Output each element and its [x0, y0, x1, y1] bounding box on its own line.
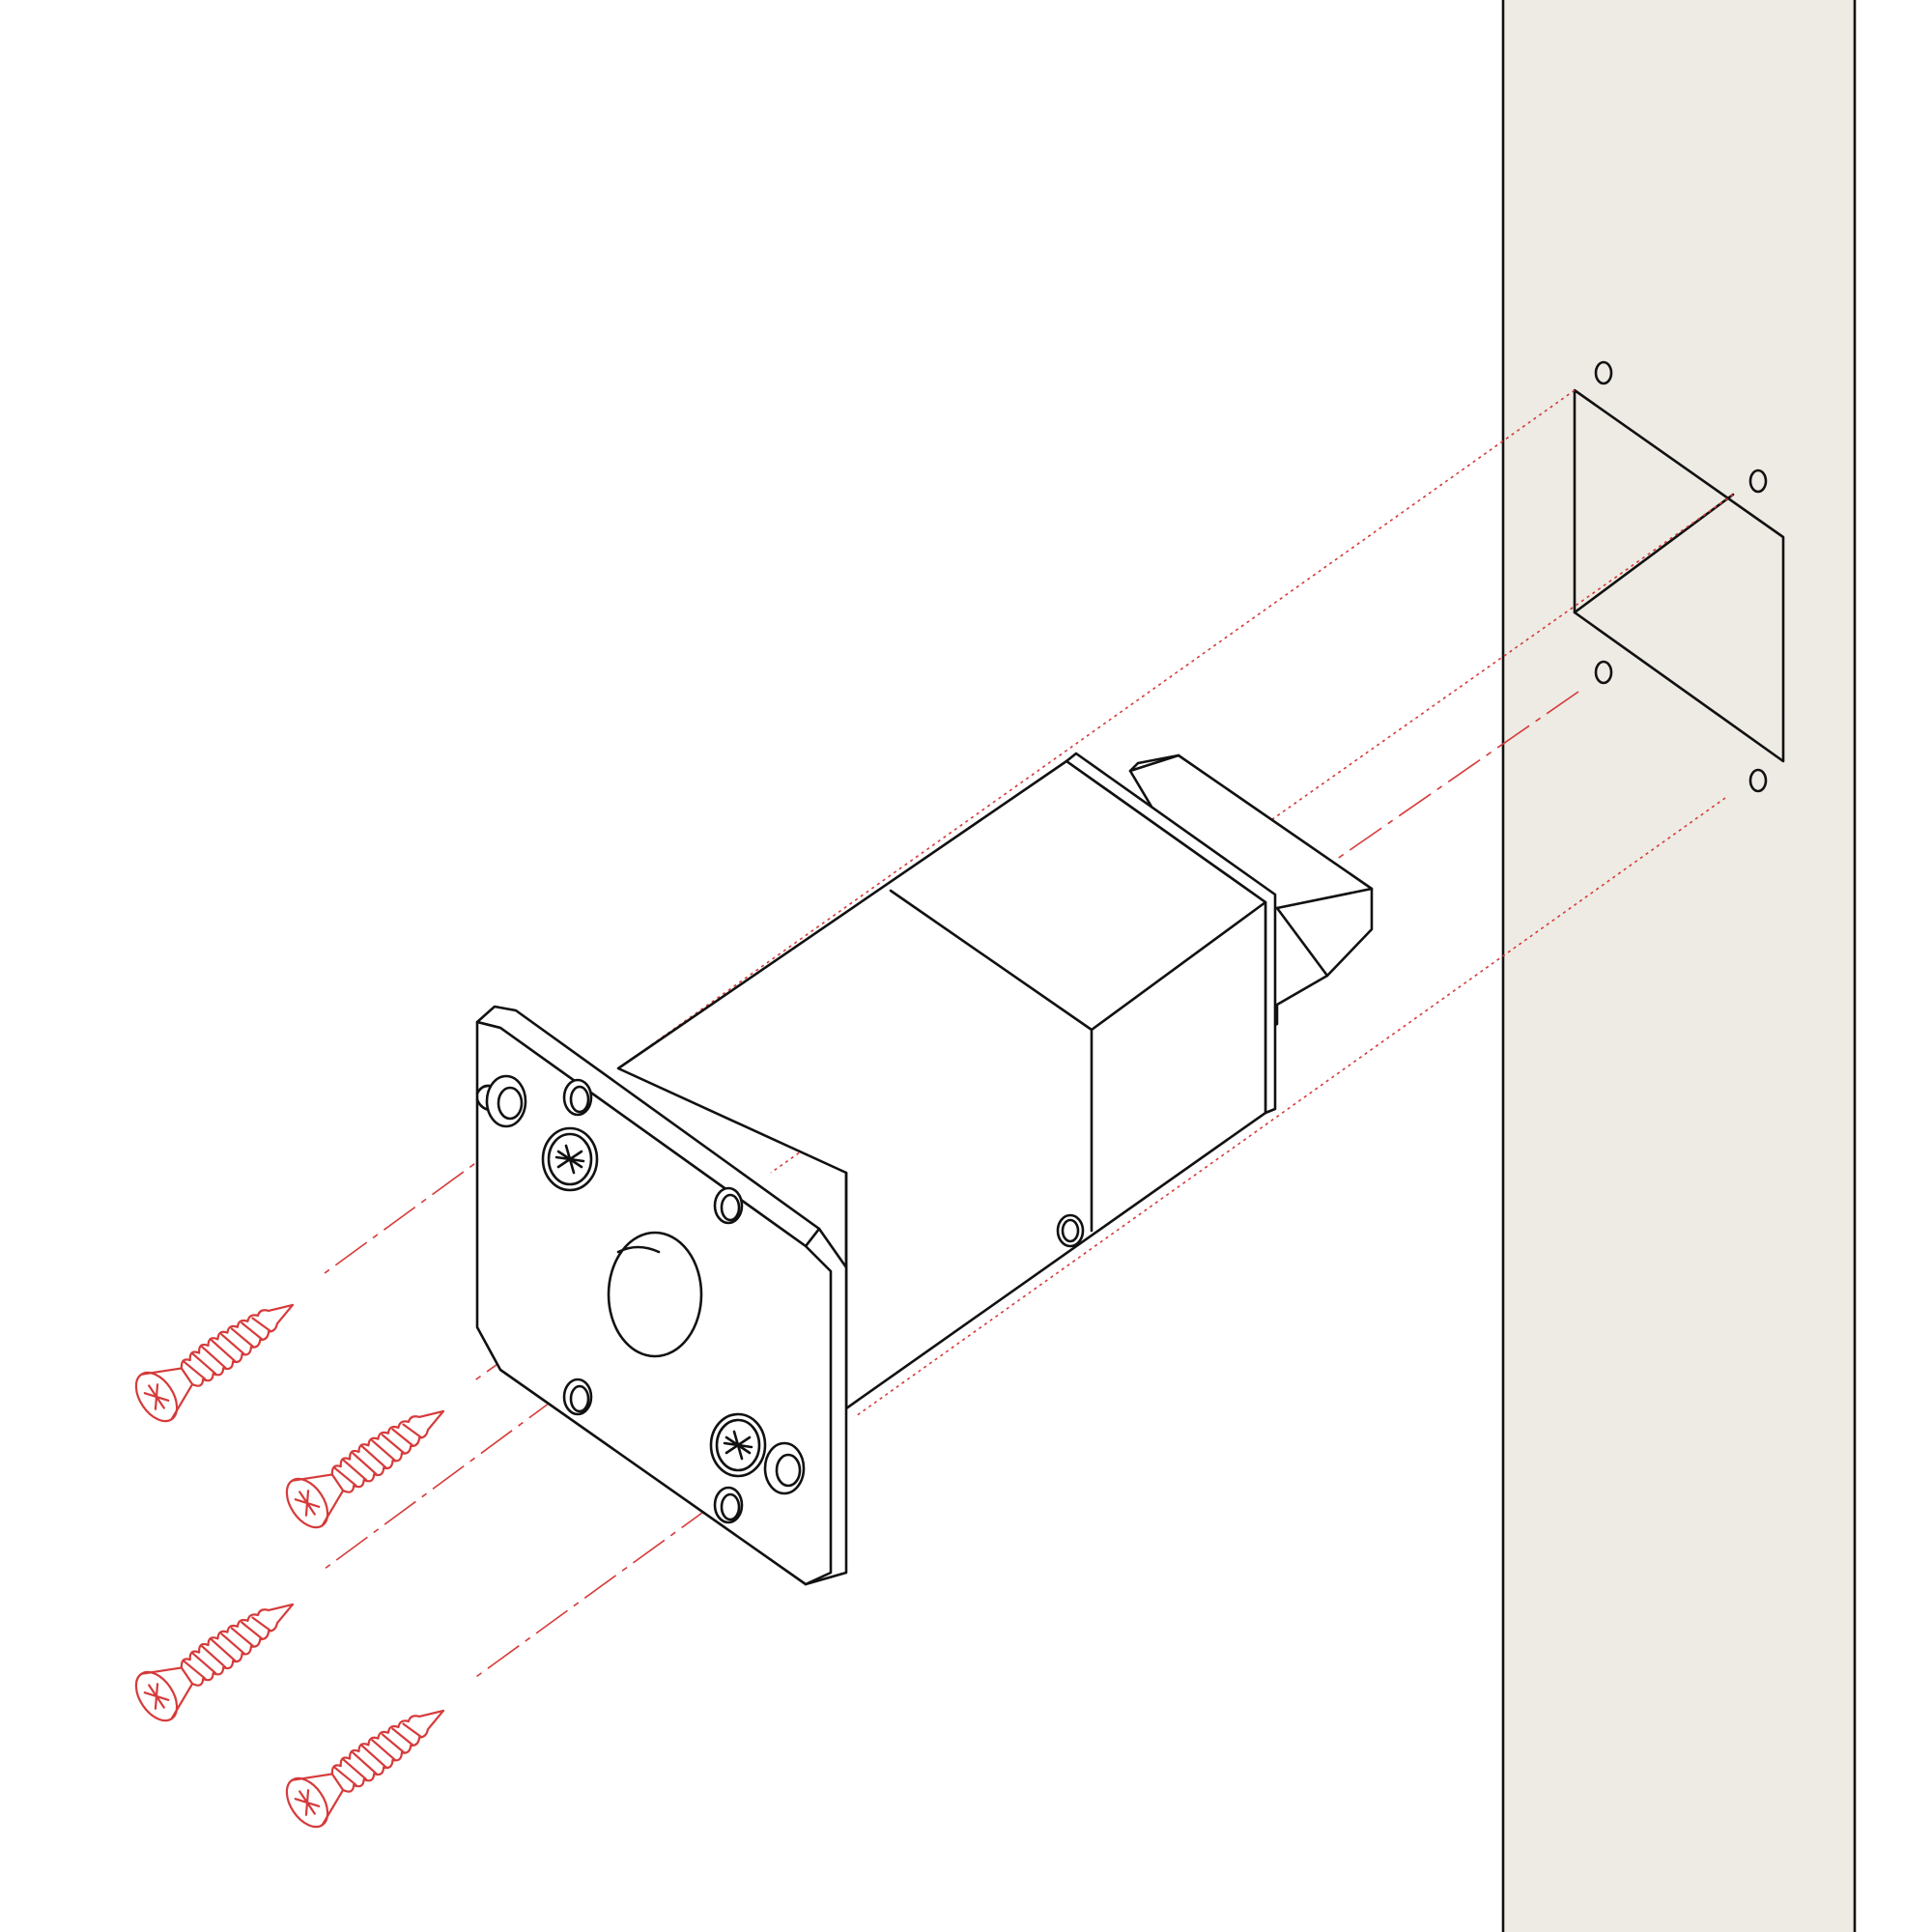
- screw-4: [277, 1687, 460, 1835]
- center-bore: [607, 1231, 703, 1358]
- wall: [1501, 0, 1857, 1932]
- wall-cutout: [1573, 388, 1785, 763]
- faceplate-screw-bottom: [709, 1412, 767, 1478]
- screw-3: [127, 1580, 309, 1729]
- wall-hole-4: [1748, 768, 1768, 793]
- wall-hole-3: [1594, 660, 1613, 685]
- screw-1: [127, 1281, 309, 1430]
- screw-2: [277, 1387, 460, 1536]
- wall-screw-holes: [1594, 360, 1768, 793]
- mounting-screws: [127, 1281, 460, 1835]
- wall-hole-2: [1748, 469, 1768, 494]
- wall-hole-1: [1594, 360, 1613, 385]
- faceplate-screw-top: [541, 1126, 599, 1192]
- faceplate: [475, 1005, 848, 1586]
